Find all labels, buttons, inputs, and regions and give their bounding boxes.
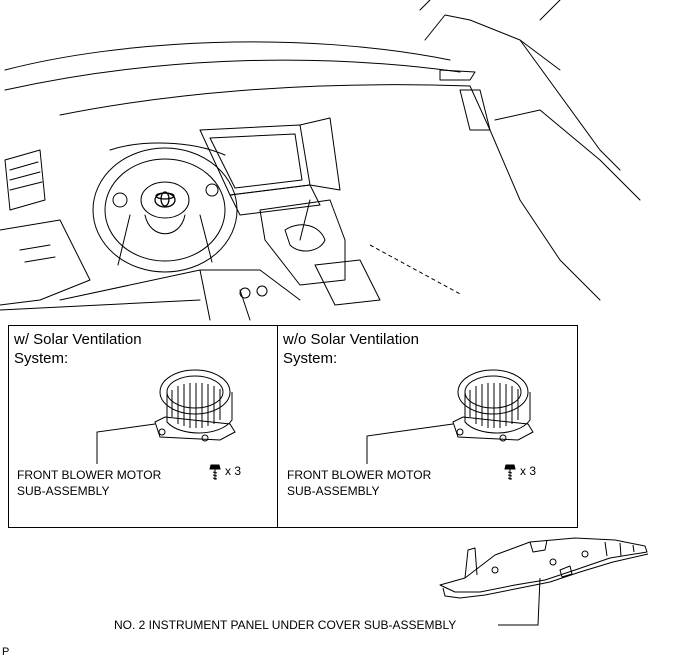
panel-title-line2: System: [283,350,338,367]
panel-title-line1: w/o Solar Ventilation [283,331,419,348]
corner-mark: P [2,646,10,658]
part-label-line2: SUB-ASSEMBLY [287,484,380,498]
under-cover-bracket-icon [439,537,649,599]
leader-line [366,423,454,464]
screw-icon [209,464,221,480]
part-label-line1: FRONT BLOWER MOTOR [287,468,432,482]
screw-icon [504,464,516,480]
blower-motor-icon [452,369,534,442]
panel-title-line1: w/ Solar Ventilation [14,331,142,348]
leader-line [96,423,156,464]
leader-line [498,577,541,626]
panel-without-solar-ventilation [277,325,578,528]
under-cover-label: NO. 2 INSTRUMENT PANEL UNDER COVER SUB-A… [114,618,457,632]
blower-motor-icon [154,369,236,442]
panel-title-line2: System: [14,350,69,367]
screw-qty: x 3 [520,464,537,478]
part-label-line2: SUB-ASSEMBLY [17,484,110,498]
dashboard-illustration [0,0,641,321]
toyota-logo-icon [154,191,176,208]
screw-qty: x 3 [225,464,242,478]
part-label-line1: FRONT BLOWER MOTOR [17,468,162,482]
